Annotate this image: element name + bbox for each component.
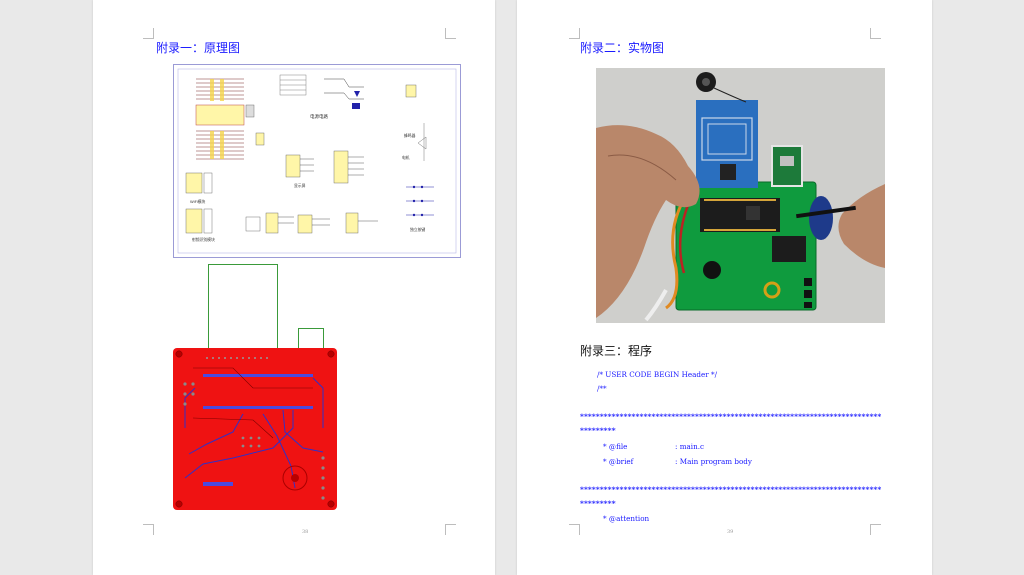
crop-mark [569, 28, 580, 39]
schematic-diagram: 电源电路 蜂鸣器 电机 显示屏 WiFi模块 射频 [173, 64, 461, 258]
code-line: ****************************************… [580, 485, 882, 494]
schematic-label: WiFi模块 [190, 199, 205, 204]
crop-mark [445, 524, 456, 535]
code-line: : main.c [675, 442, 705, 451]
code-line: : Main program body [675, 457, 752, 466]
page-number: 39 [727, 529, 734, 535]
code-line: ****************************************… [580, 412, 882, 421]
appendix2-heading: 附录二：实物图 [580, 41, 665, 55]
schematic-label: 显示屏 [294, 183, 306, 188]
code-line: * @file [603, 442, 628, 451]
crop-mark [569, 524, 580, 535]
schematic-label: 电源电路 [310, 113, 328, 120]
code-line: * @attention [603, 514, 650, 523]
code-line: * @brief [603, 457, 634, 466]
code-line: /** [597, 384, 607, 393]
crop-mark [143, 524, 154, 535]
code-line: ********* [580, 499, 616, 508]
crop-mark [143, 28, 154, 39]
schematic-label: 电机 [402, 155, 410, 160]
crop-mark [870, 28, 881, 39]
hardware-photo [596, 68, 885, 323]
code-line: /* USER CODE BEGIN Header */ [597, 370, 717, 379]
schematic-label: 射频识别模块 [192, 237, 215, 242]
pcb-layout [173, 348, 337, 510]
crop-mark [870, 524, 881, 535]
pcb-notch-outline [298, 328, 324, 351]
code-line: ********* [580, 426, 616, 435]
schematic-label: 独立按键 [410, 227, 425, 232]
schematic-label: 蜂鸣器 [404, 133, 416, 138]
appendix3-heading: 附录三：程序 [580, 344, 653, 358]
page-right: 附录二：实物图 [517, 0, 932, 575]
page-number: 38 [302, 529, 309, 535]
appendix1-heading: 附录一：原理图 [156, 41, 241, 55]
crop-mark [445, 28, 456, 39]
pcb-antenna-outline [208, 264, 278, 350]
page-left: 附录一：原理图 [93, 0, 495, 575]
